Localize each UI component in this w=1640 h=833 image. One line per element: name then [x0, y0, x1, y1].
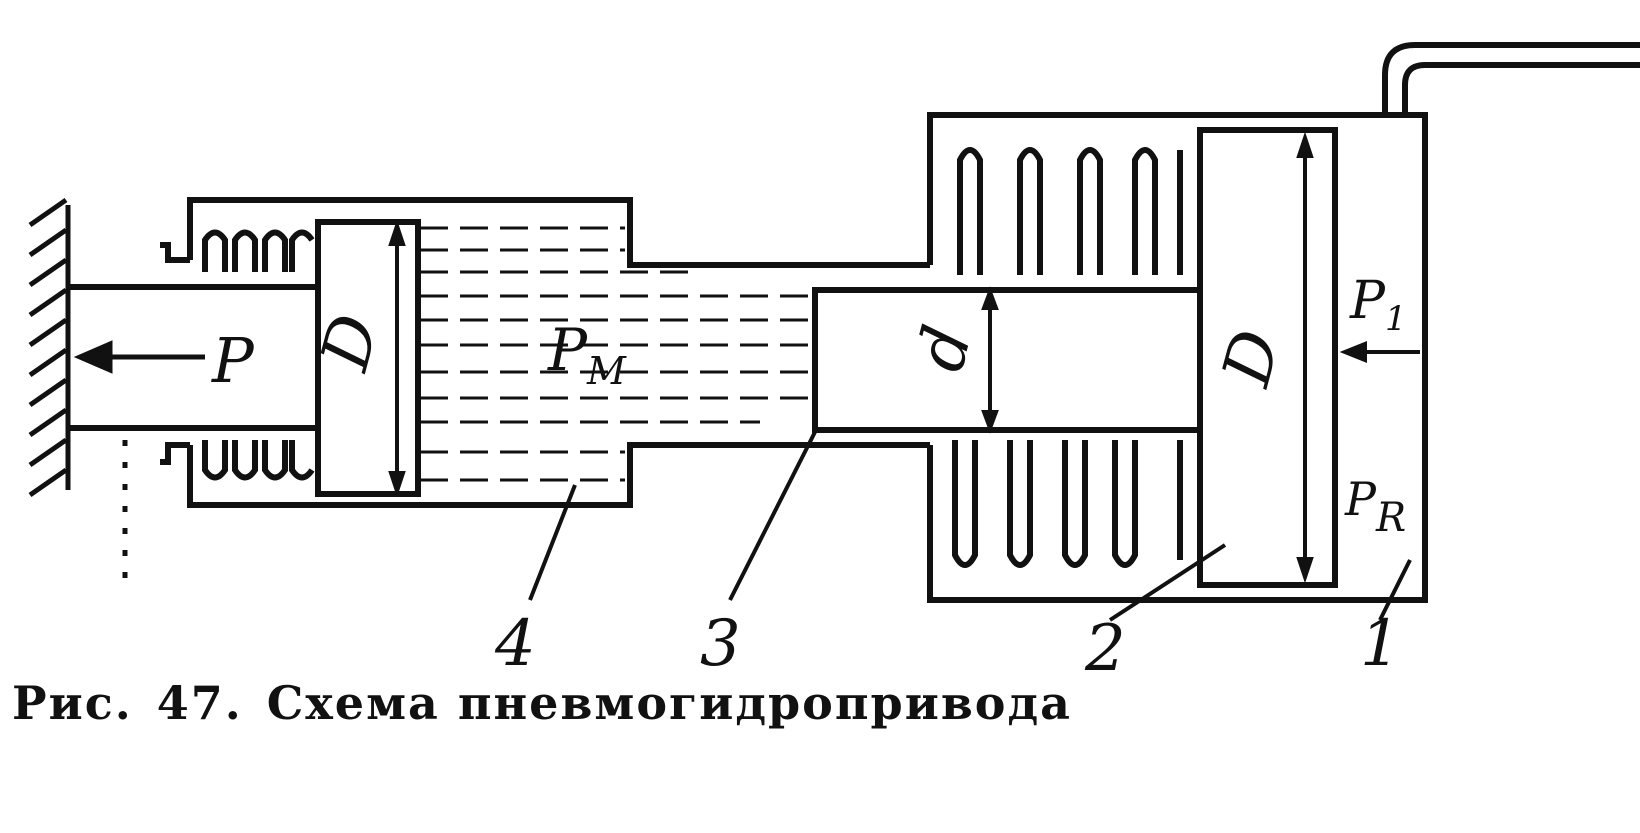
pressure-1-subscript: 1 [1385, 299, 1407, 339]
force-arrow [73, 340, 205, 374]
leader-lines [528, 431, 1412, 622]
pressure-p1-arrow [1339, 341, 1420, 363]
dimension-lines [388, 131, 1314, 584]
hydraulic-cylinder [68, 197, 930, 508]
oil-pressure-label: PM [547, 316, 627, 393]
oil-fill [420, 226, 810, 482]
large-diameter-label-right: D [1207, 322, 1295, 394]
oil-pressure-subscript: M [586, 349, 627, 393]
pressure-1-label: P1 [1349, 271, 1407, 339]
part-number-4: 4 [494, 607, 536, 681]
pressure-1-symbol: P [1349, 271, 1386, 331]
oil-pressure-symbol: P [547, 316, 588, 384]
pressure-r-label: PR [1344, 472, 1406, 541]
small-diameter-label: d [902, 318, 987, 379]
part-number-3: 3 [700, 607, 741, 681]
pressure-r-subscript: R [1375, 495, 1406, 541]
pressure-r-symbol: P [1344, 472, 1377, 526]
fixed-wall [28, 197, 71, 498]
figure-caption: Рис. 47. Схема пневмогидропривода [12, 676, 1096, 730]
force-label: P [211, 324, 255, 397]
part-number-2: 2 [1084, 612, 1126, 686]
caption-number: 47. [156, 676, 243, 730]
caption-prefix: Рис. [12, 676, 133, 730]
pneumatic-cylinder [812, 42, 1640, 603]
pneumatic-cylinder-springs [952, 147, 1183, 568]
caption-text: Схема пневмогидропривода [266, 676, 1072, 730]
left-cylinder-springs [202, 229, 315, 481]
part-number-1: 1 [1360, 607, 1401, 681]
